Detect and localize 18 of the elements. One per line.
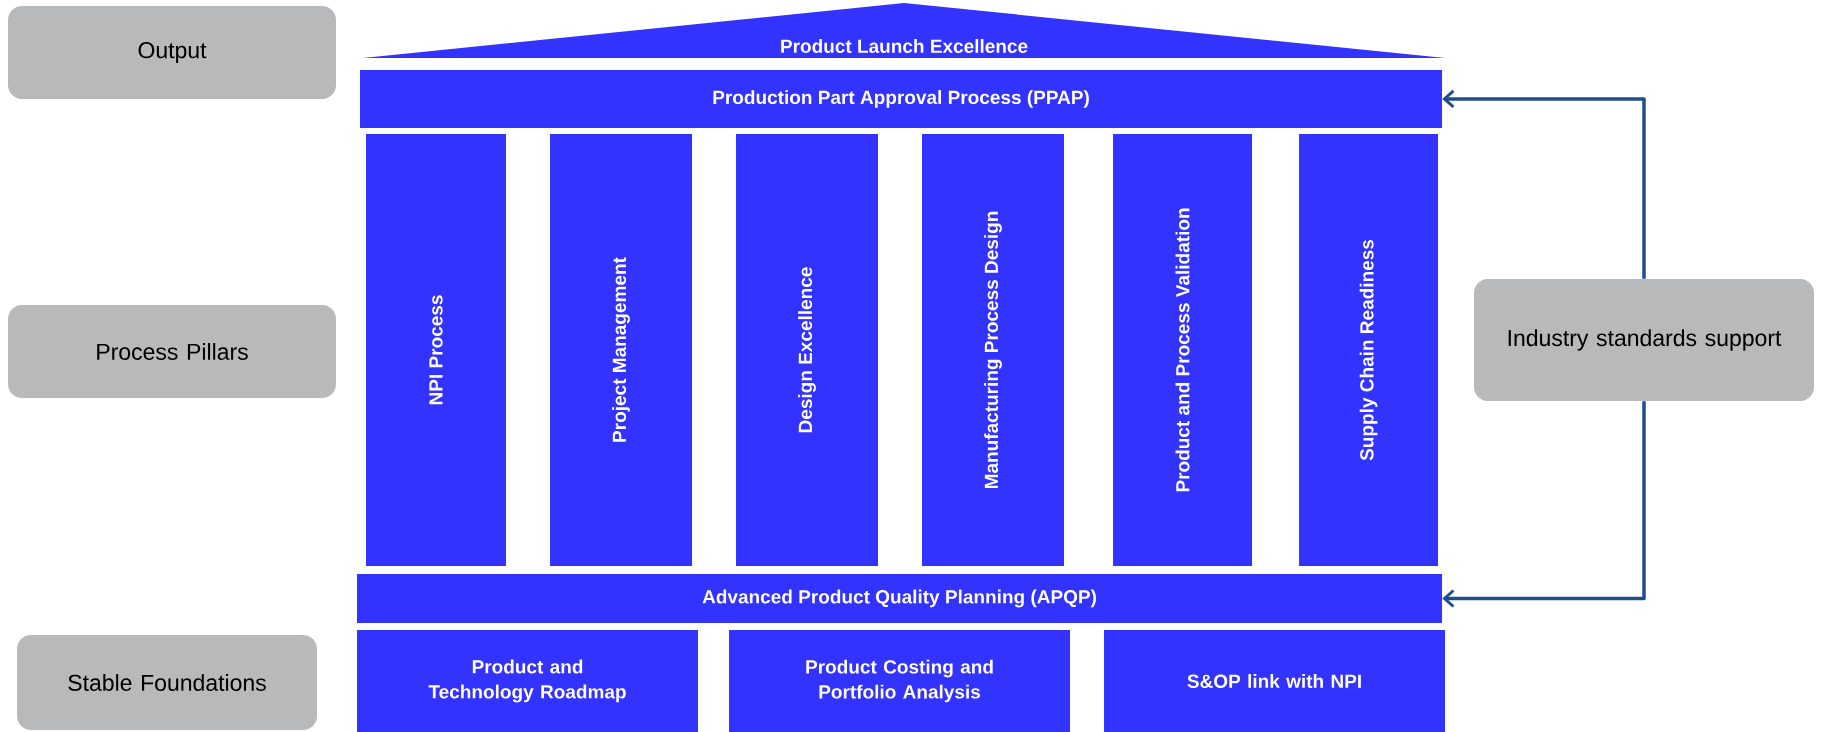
foundation-block: S&OP link with NPI — [1104, 630, 1445, 732]
beam-bar: Advanced Product Quality Planning (APQP) — [357, 574, 1442, 623]
pillar-bar: Project Management — [550, 134, 692, 566]
foundation-block: Product Costing and Portfolio Analysis — [729, 630, 1070, 732]
pillar-bar: NPI Process — [366, 134, 506, 566]
pillar-bar: Manufacturing Process Design — [922, 134, 1064, 566]
pillar-bar: Supply Chain Readiness — [1299, 134, 1438, 566]
beam-bar: Production Part Approval Process (PPAP) — [360, 70, 1442, 128]
pillar-bar: Product and Process Validation — [1113, 134, 1252, 566]
pillar-bar: Design Excellence — [736, 134, 878, 566]
foundation-block: Product and Technology Roadmap — [357, 630, 698, 732]
label-box: Stable Foundations — [17, 635, 317, 730]
arrow — [1442, 89, 1646, 279]
roof-triangle: Product Launch Excellence — [363, 3, 1445, 58]
label-box: Industry standards support — [1474, 279, 1814, 401]
arrow — [1442, 401, 1646, 608]
label-box: Output — [8, 6, 336, 99]
label-box: Process Pillars — [8, 305, 336, 398]
